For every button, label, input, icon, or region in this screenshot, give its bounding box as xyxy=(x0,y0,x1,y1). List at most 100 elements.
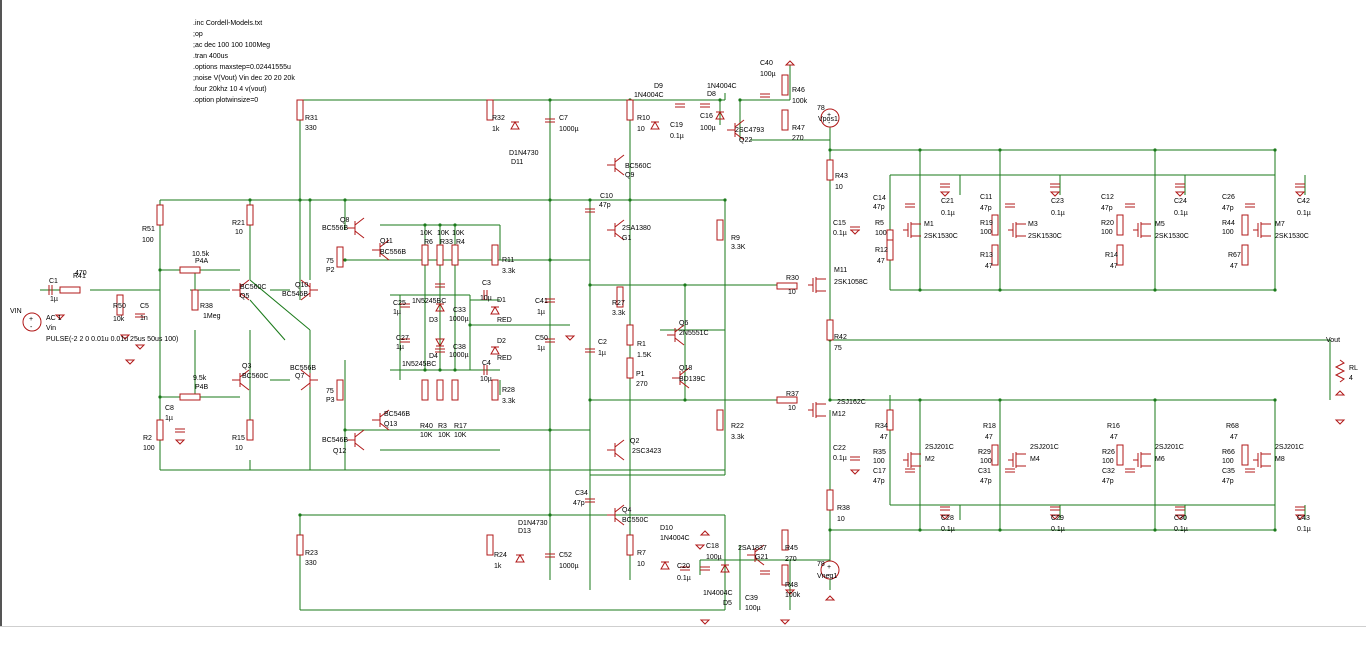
label-r14v: 47 xyxy=(1110,263,1118,270)
diode-symbol-2 xyxy=(435,302,445,312)
voltage-source-symbol-2: +- xyxy=(820,560,840,580)
label-m6m: 2SJ201C xyxy=(1155,444,1184,451)
label-c42v: 0.1µ xyxy=(1297,210,1311,217)
label-r43: R43 xyxy=(835,173,848,180)
wires xyxy=(40,65,1331,611)
mosfet-symbol-5 xyxy=(1253,222,1271,238)
diode-symbol-6 xyxy=(650,120,660,130)
mosfet-symbol-7 xyxy=(1008,452,1026,468)
ground-symbol-0 xyxy=(54,314,66,320)
label-r7: R7 xyxy=(637,550,646,557)
label-r9: R9 xyxy=(731,235,740,242)
capacitor-symbol-17 xyxy=(700,566,710,571)
label-c7: C7 xyxy=(559,115,568,122)
ground-symbol-12 xyxy=(1049,191,1061,197)
label-c28: C28 xyxy=(941,515,954,522)
label-p1v: 270 xyxy=(636,381,648,388)
label-q7: BC556B xyxy=(290,365,316,372)
capacitor-symbol-13 xyxy=(585,498,595,503)
window-left-edge xyxy=(0,0,2,626)
svg-text:-: - xyxy=(828,572,831,579)
diode-symbol-9 xyxy=(720,563,730,573)
ground-symbol-15 xyxy=(939,514,951,520)
label-r37v: 10 xyxy=(788,405,796,412)
capacitor-symbol-38 xyxy=(435,283,445,288)
label-c4: C4 xyxy=(482,360,491,367)
junction-dot-5 xyxy=(308,198,312,202)
label-r15v: 10 xyxy=(235,445,243,452)
capacitor-symbol-8 xyxy=(545,553,555,558)
ground-symbol-6 xyxy=(694,544,706,550)
resistor-symbol-30 xyxy=(781,564,789,586)
label-r41v: 470 xyxy=(75,270,87,277)
label-r21: R21 xyxy=(232,220,245,227)
resistor-symbol-4 xyxy=(246,204,254,226)
label-d10m: 1N4004C xyxy=(660,535,690,542)
label-r33v: 10K xyxy=(437,230,450,237)
label-r33: R33 xyxy=(440,239,453,246)
label-q5: BC560C xyxy=(240,284,266,291)
label-r50: R50 xyxy=(113,303,126,310)
junction-dot-19 xyxy=(343,428,347,432)
resistor-symbol-40 xyxy=(1241,214,1249,236)
capacitor-symbol-22 xyxy=(905,203,915,208)
resistor-h-symbol-0 xyxy=(59,286,81,294)
junction-dot-4 xyxy=(248,198,252,202)
label-vneg: 78 xyxy=(817,561,825,568)
capacitor-symbol-7 xyxy=(545,118,555,123)
label-c15: C15 xyxy=(833,220,846,227)
label-r41: R41 xyxy=(73,273,86,280)
label-c27v: 1µ xyxy=(396,344,404,351)
label-r12: R12 xyxy=(875,247,888,254)
ground-symbol-13 xyxy=(1174,191,1186,197)
label-c11v: 47p xyxy=(980,205,992,212)
junction-dot-17 xyxy=(453,368,457,372)
resistor-symbol-12 xyxy=(451,244,459,266)
ground-symbol-19 xyxy=(699,619,711,625)
ground-symbol-8 xyxy=(849,229,861,235)
spice-directive: ;ac dec 100 100 100Meg xyxy=(193,42,270,49)
label-q22: Q22 xyxy=(739,137,752,144)
mosfet-symbol-4 xyxy=(1133,222,1151,238)
label-r16v: 47 xyxy=(1110,434,1118,441)
label-p3: P3 xyxy=(326,397,335,404)
label-c31v: 47p xyxy=(980,478,992,485)
label-c10v: 47p xyxy=(599,202,611,209)
label-p2v: 75 xyxy=(326,258,334,265)
label-r35v: 100 xyxy=(873,458,885,465)
resistor-symbol-25 xyxy=(716,219,724,241)
transistor-symbol-6 xyxy=(347,429,365,451)
label-r2v: 100 xyxy=(143,445,155,452)
label-q10: Q10 xyxy=(295,282,308,289)
label-vin2: Vin xyxy=(46,325,56,332)
label-d5: D5 xyxy=(723,600,732,607)
junction-dot-36 xyxy=(1153,398,1157,402)
resistor-symbol-38 xyxy=(1116,214,1124,236)
label-p2: P2 xyxy=(326,267,335,274)
mosfet-symbol-0 xyxy=(808,277,826,293)
label-vpos: 78 xyxy=(817,105,825,112)
label-c1v: 1µ xyxy=(50,296,58,303)
junction-dot-10 xyxy=(548,98,552,102)
junction-dot-35 xyxy=(998,398,1002,402)
label-q4m: BC550C xyxy=(622,517,648,524)
label-r45: R45 xyxy=(785,545,798,552)
junction-dot-18 xyxy=(343,258,347,262)
label-c42: C42 xyxy=(1297,198,1310,205)
svg-text:-: - xyxy=(828,120,831,127)
label-q7n: Q7 xyxy=(295,373,304,380)
label-q6m: 2N5551C xyxy=(679,330,709,337)
label-m11: M11 xyxy=(834,267,847,274)
label-c33v: 1000µ xyxy=(449,316,469,323)
label-d13: D13 xyxy=(518,528,531,535)
label-r2: R2 xyxy=(143,435,152,442)
mosfet-symbol-6 xyxy=(903,452,921,468)
label-d3: D3 xyxy=(429,317,438,324)
label-g21: G21 xyxy=(755,554,768,561)
label-c29: C29 xyxy=(1051,515,1064,522)
label-r11: R11 xyxy=(502,257,514,264)
label-c5v: 1n xyxy=(140,315,148,322)
resistor-symbol-27 xyxy=(781,74,789,96)
diode-symbol-0 xyxy=(510,120,520,130)
